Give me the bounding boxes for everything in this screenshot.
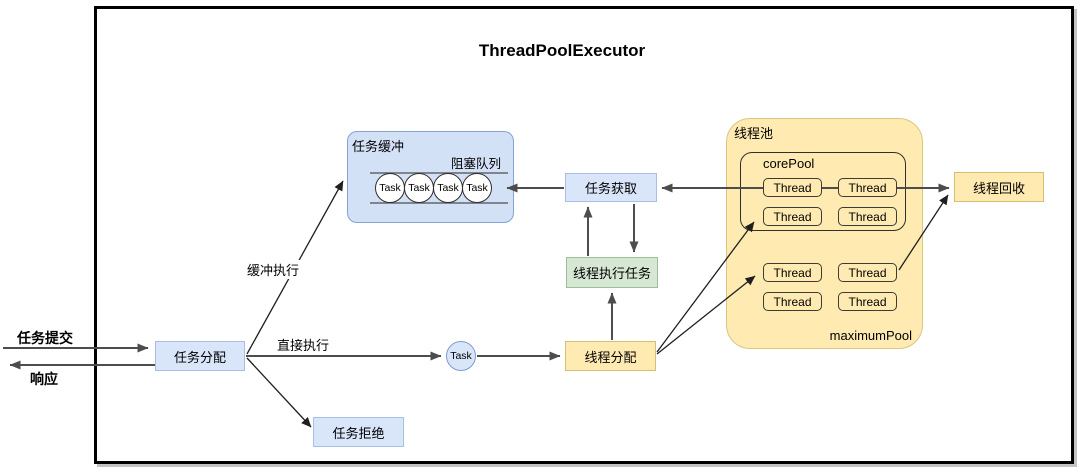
thread-recycle-node: 线程回收: [954, 172, 1044, 202]
direct-exec-label: 直接执行: [276, 335, 331, 354]
core-thread: Thread: [838, 207, 897, 226]
maximum-thread: Thread: [838, 263, 897, 282]
maximum-thread: Thread: [763, 263, 822, 282]
core-thread: Thread: [763, 178, 822, 197]
arrow-allocate-to-corepool: [656, 221, 755, 353]
queue-task: Task: [404, 173, 434, 203]
arrow-allocate-to-reject: [246, 357, 312, 428]
arrow-allocate-to-maxpool: [656, 275, 756, 355]
diagram-title: ThreadPoolExecutor: [478, 41, 646, 60]
arrow-maxpool-to-recycle: [898, 194, 949, 271]
task-node: Task: [446, 341, 476, 371]
task-fetch-node: 任务获取: [565, 173, 657, 202]
task-buffer-label: 任务缓冲: [352, 139, 405, 154]
maximum-pool-label: maximumPool: [829, 328, 912, 343]
response-label: 响应: [30, 371, 58, 387]
queue-task: Task: [462, 173, 492, 203]
queue-task: Task: [375, 173, 405, 203]
thread-allocate-node: 线程分配: [565, 341, 656, 371]
core-pool-label: corePool: [763, 156, 815, 171]
task-submit-label: 任务提交: [17, 330, 73, 346]
task-reject-node: 任务拒绝: [313, 417, 404, 447]
core-thread: Thread: [763, 207, 822, 226]
buffered-exec-label: 缓冲执行: [246, 260, 301, 279]
task-allocate-node: 任务分配: [155, 341, 245, 371]
core-thread: Thread: [838, 178, 897, 197]
diagram-frame: [94, 6, 1074, 464]
maximum-thread: Thread: [838, 292, 897, 311]
thread-execute-node: 线程执行任务: [566, 257, 658, 288]
queue-task: Task: [433, 173, 463, 203]
thread-pool-label: 线程池: [734, 126, 774, 141]
blocking-queue-label: 阻塞队列: [450, 157, 501, 171]
maximum-thread: Thread: [763, 292, 822, 311]
